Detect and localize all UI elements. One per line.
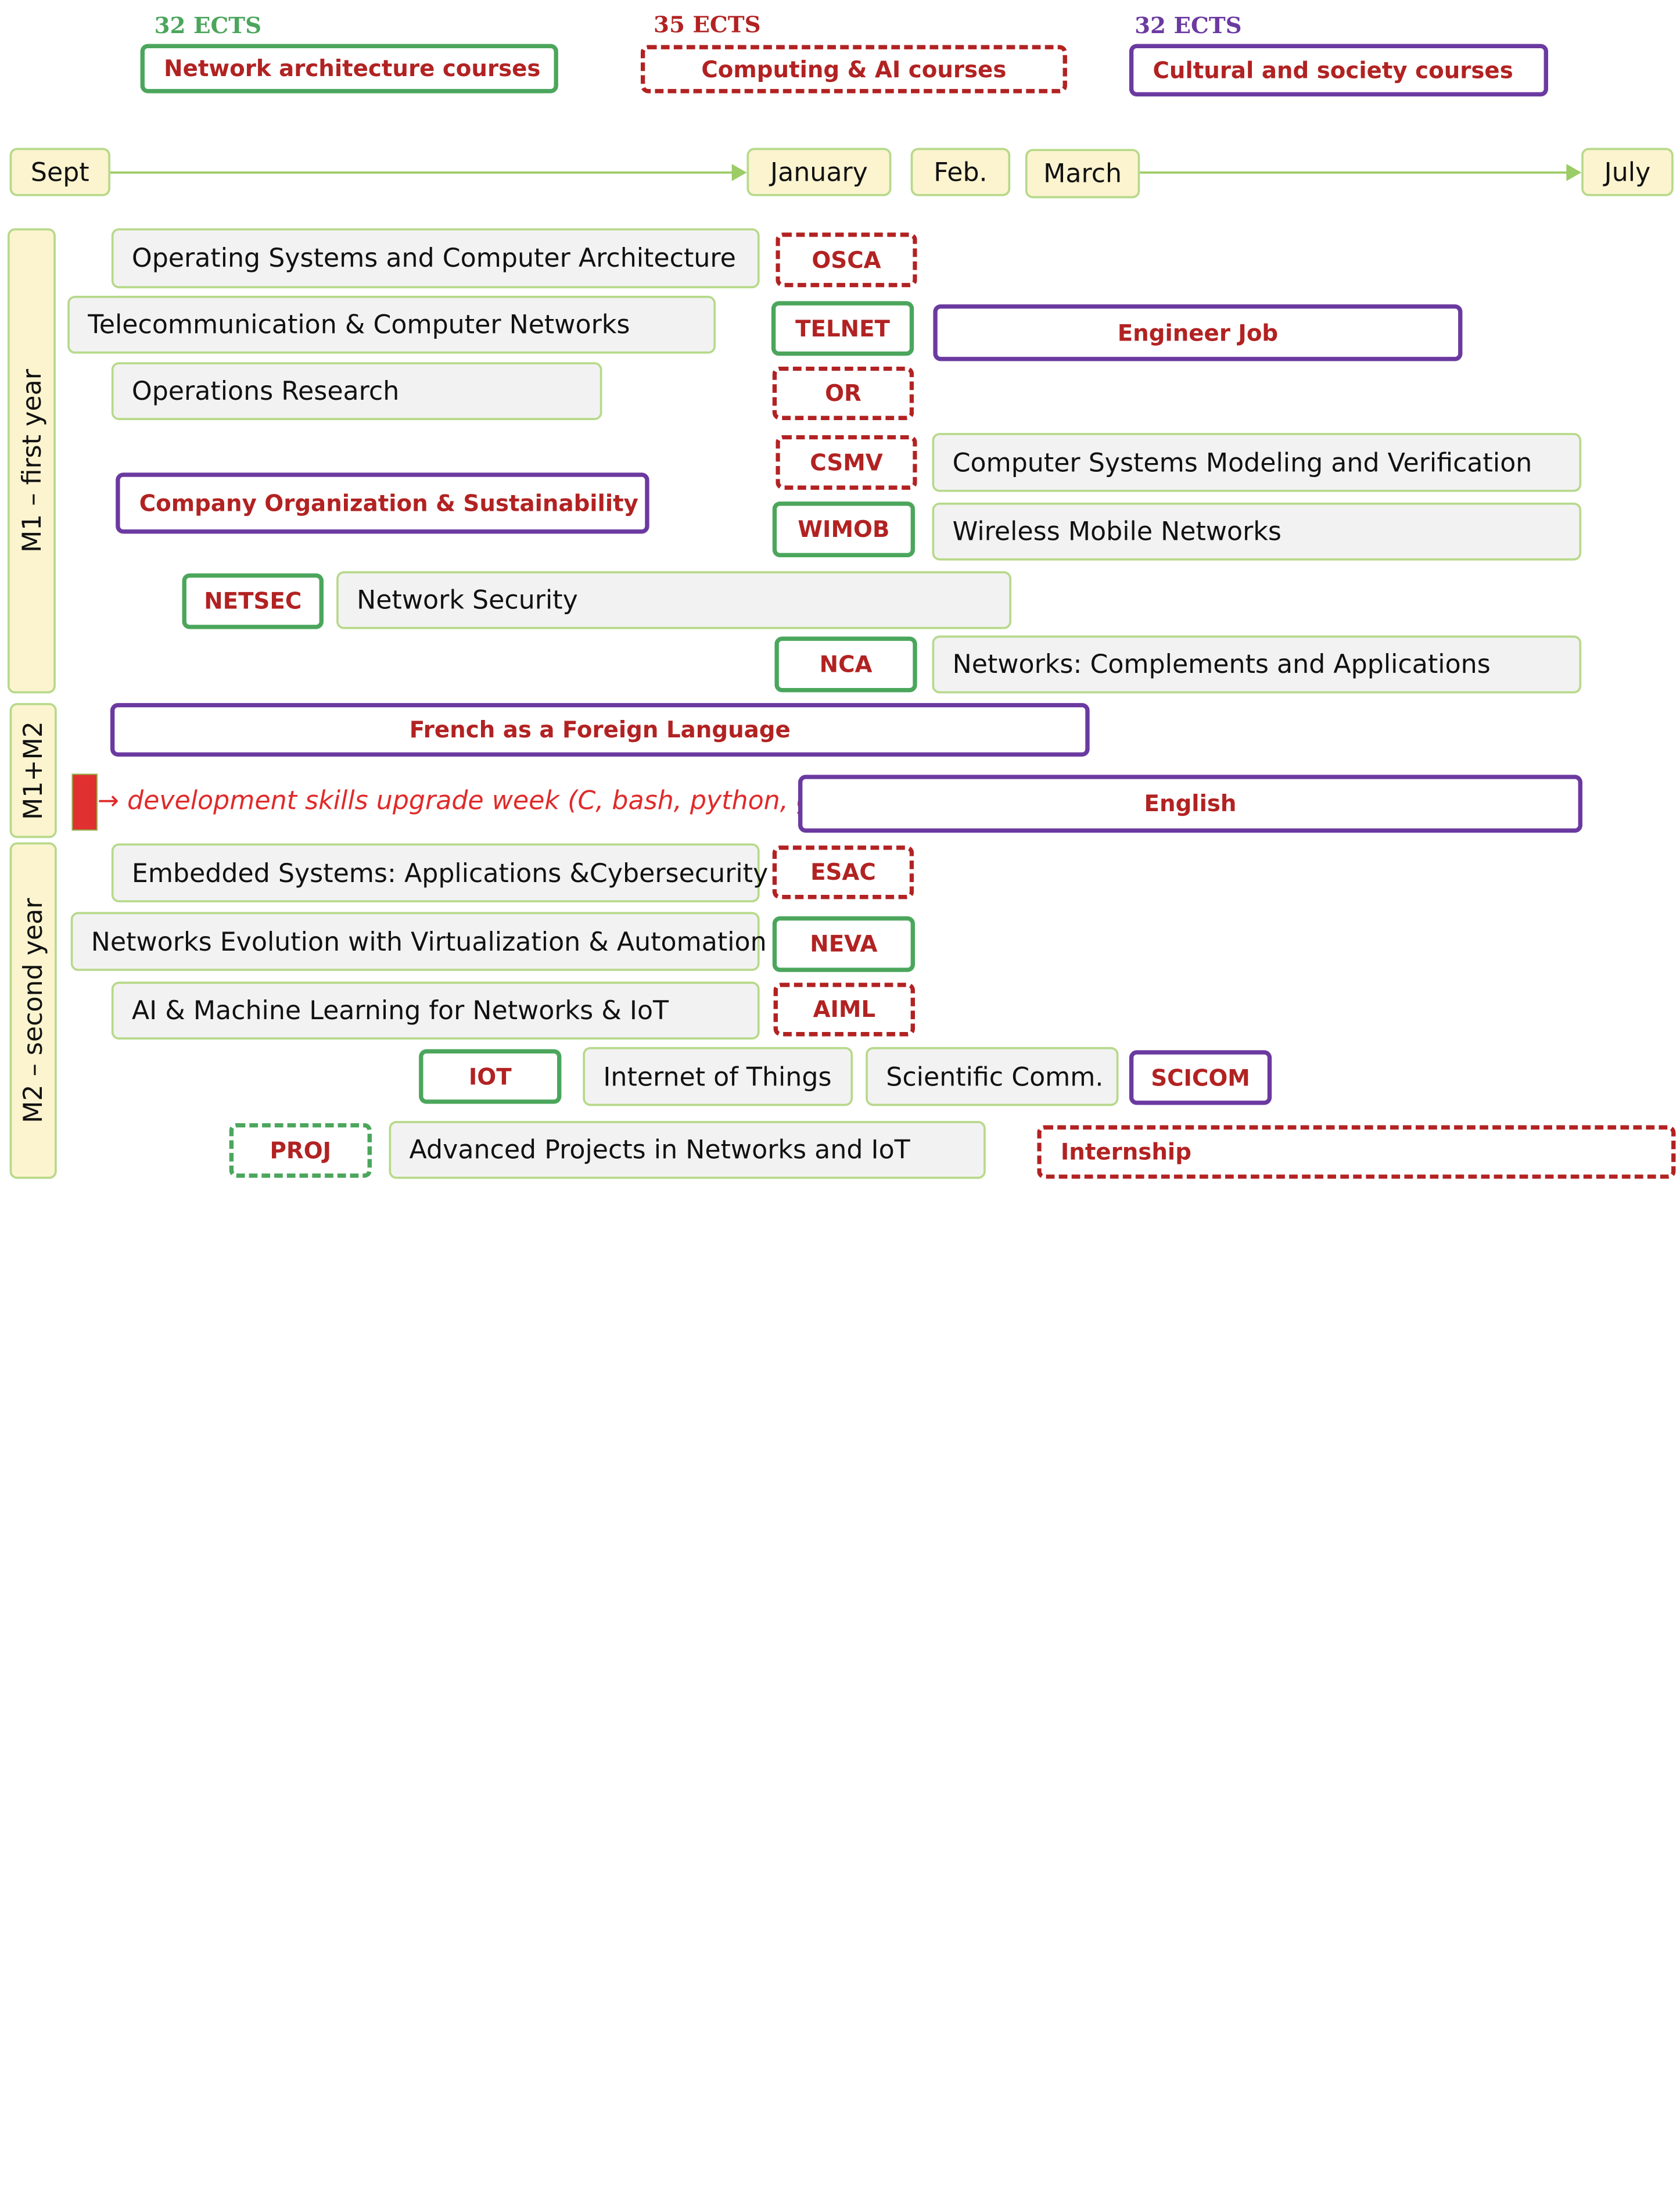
course-proj-label: Advanced Projects in Networks and IoT [409, 1135, 910, 1165]
course-wimob-label: Wireless Mobile Networks [952, 516, 1282, 547]
english: English [798, 775, 1583, 833]
code-wimob: WIMOB [772, 501, 916, 558]
code-proj-label: PROJ [270, 1137, 332, 1163]
code-iot-label: IOT [468, 1063, 512, 1090]
timeline-arrow-line-1 [110, 171, 734, 174]
code-neva-label: NEVA [810, 931, 878, 957]
month-march: March [1025, 149, 1140, 199]
code-telnet-label: TELNET [795, 316, 890, 342]
code-nca: NCA [774, 636, 917, 693]
course-telnet: Telecommunication & Computer Networks [67, 296, 716, 354]
code-wimob-label: WIMOB [798, 516, 890, 543]
code-netsec: NETSEC [182, 573, 324, 629]
code-osca-label: OSCA [812, 247, 881, 273]
month-sept: Sept [9, 148, 110, 196]
engineer-job: Engineer Job [933, 304, 1463, 361]
code-proj: PROJ [229, 1123, 372, 1178]
timeline-arrow-head-2 [1566, 164, 1582, 181]
code-esac: ESAC [772, 845, 914, 900]
course-aiml: AI & Machine Learning for Networks & IoT [111, 981, 760, 1040]
course-aiml-label: AI & Machine Learning for Networks & IoT [131, 995, 669, 1026]
course-netsec: Network Security [336, 571, 1012, 629]
month-january-label: January [770, 157, 868, 187]
course-csmv-label: Computer Systems Modeling and Verificati… [952, 447, 1532, 478]
code-csmv: CSMV [776, 435, 917, 490]
legend-computing-label: Computing & AI courses [701, 56, 1007, 83]
legend-network-box: Network architecture courses [140, 44, 558, 94]
company-organization: Company Organization & Sustainability [116, 472, 649, 534]
company-organization-label: Company Organization & Sustainability [139, 490, 638, 517]
legend-network-label: Network architecture courses [164, 55, 541, 82]
month-july-label: July [1604, 157, 1651, 187]
french-language: French as a Foreign Language [110, 703, 1090, 757]
engineer-job-label: Engineer Job [1117, 320, 1279, 346]
code-scicom-label: SCICOM [1151, 1065, 1250, 1091]
legend-cultural-box: Cultural and society courses [1129, 44, 1549, 96]
month-march-label: March [1043, 158, 1122, 189]
code-aiml-label: AIML [813, 997, 876, 1023]
course-osca-label: Operating Systems and Computer Architect… [131, 243, 736, 274]
code-aiml: AIML [773, 983, 916, 1037]
course-csmv: Computer Systems Modeling and Verificati… [932, 433, 1582, 492]
english-label: English [1144, 791, 1237, 817]
course-wimob: Wireless Mobile Networks [932, 502, 1582, 561]
legend-computing-box: Computing & AI courses [640, 45, 1067, 94]
internship: Internship [1037, 1125, 1676, 1179]
timeline-arrow-head-1 [731, 164, 747, 181]
year-label-m2: M2 – second year [18, 898, 48, 1123]
code-osca: OSCA [776, 232, 917, 288]
month-january: January [746, 148, 892, 196]
code-csmv-label: CSMV [810, 449, 883, 475]
course-osca: Operating Systems and Computer Architect… [111, 228, 760, 289]
code-iot: IOT [419, 1049, 562, 1104]
course-or-label: Operations Research [131, 376, 400, 406]
course-nca: Networks: Complements and Applications [932, 635, 1582, 694]
code-or-label: OR [825, 380, 861, 406]
month-july: July [1581, 148, 1674, 196]
course-or: Operations Research [111, 362, 602, 420]
code-nca-label: NCA [819, 651, 873, 678]
code-telnet: TELNET [771, 301, 914, 356]
course-iot-label: Internet of Things [603, 1061, 832, 1092]
year-band-m1: M1 – first year [7, 228, 56, 694]
code-neva: NEVA [772, 916, 916, 972]
code-scicom: SCICOM [1129, 1050, 1272, 1105]
dev-week-note: → development skills upgrade week (C, ba… [97, 785, 839, 816]
code-netsec-label: NETSEC [204, 588, 302, 614]
month-feb-label: Feb. [934, 157, 988, 187]
month-sept-label: Sept [30, 157, 89, 187]
legend-cultural-ects: 32 ECTS [1135, 12, 1242, 39]
month-feb: Feb. [910, 148, 1011, 196]
year-band-m2: M2 – second year [9, 842, 57, 1179]
year-band-m1m2: M1+M2 [9, 703, 57, 838]
code-esac-label: ESAC [810, 859, 876, 886]
course-netsec-label: Network Security [357, 585, 578, 615]
internship-label: Internship [1060, 1139, 1191, 1165]
legend-computing-ects: 35 ECTS [654, 10, 761, 38]
dev-week-marker [71, 773, 98, 831]
course-nca-label: Networks: Complements and Applications [952, 649, 1491, 680]
code-or: OR [772, 366, 914, 420]
course-neva: Networks Evolution with Virtualization &… [70, 912, 767, 971]
course-neva-label: Networks Evolution with Virtualization &… [91, 926, 767, 957]
year-label-m1: M1 – first year [16, 369, 47, 553]
course-esac-label: Embedded Systems: Applications &Cybersec… [131, 858, 769, 888]
course-esac: Embedded Systems: Applications &Cybersec… [111, 843, 768, 902]
course-telnet-label: Telecommunication & Computer Networks [88, 310, 630, 340]
course-proj: Advanced Projects in Networks and IoT [389, 1121, 986, 1179]
course-scicom-label: Scientific Comm. [886, 1061, 1104, 1092]
legend-cultural-label: Cultural and society courses [1153, 57, 1513, 83]
french-language-label: French as a Foreign Language [409, 716, 791, 743]
course-scicom: Scientific Comm. [866, 1047, 1119, 1106]
year-label-m1m2: M1+M2 [18, 721, 48, 820]
legend-network-ects: 32 ECTS [154, 12, 262, 39]
course-iot: Internet of Things [583, 1047, 853, 1106]
timeline-arrow-line-2 [1140, 171, 1569, 174]
